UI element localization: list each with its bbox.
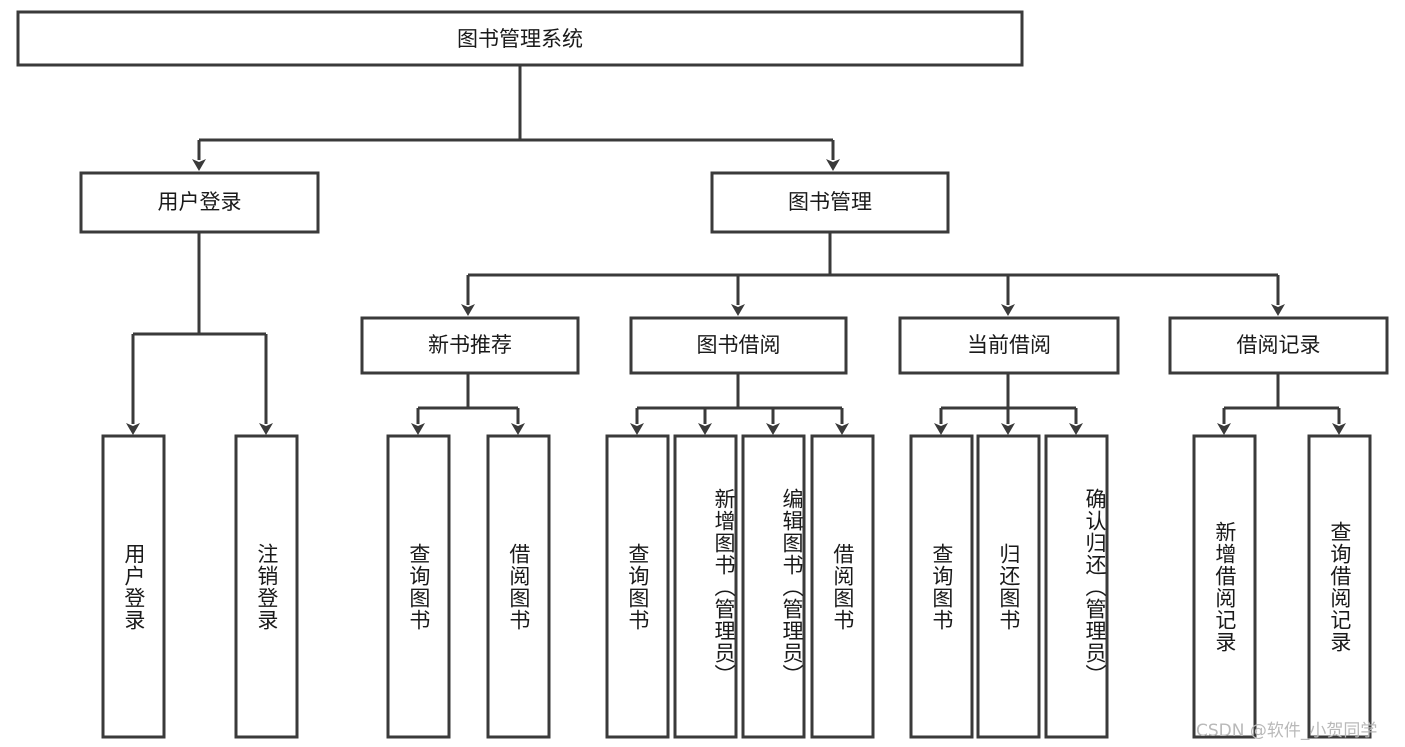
node-user-login-box[interactable] (79, 171, 320, 234)
node-new-book-rec-box[interactable] (360, 316, 580, 375)
node-root-box[interactable] (16, 10, 1024, 67)
node-current-borrow-label: 当前借阅 (967, 333, 1051, 357)
node-current-borrow-box[interactable] (898, 316, 1120, 375)
node-leaf-borrow-book-1-box[interactable] (486, 434, 551, 739)
node-user-login-label: 用户登录 (158, 190, 242, 214)
node-leaf-user-login-box[interactable] (101, 434, 166, 739)
node-leaf-edit-book-box[interactable] (741, 434, 806, 739)
node-root-label: 图书管理系统 (457, 27, 583, 51)
node-borrow-record-label: 借阅记录 (1237, 333, 1321, 357)
node-leaf-add-record-box[interactable] (1192, 434, 1257, 739)
node-leaf-borrow-book-2-box[interactable] (810, 434, 875, 739)
node-new-book-rec-label: 新书推荐 (428, 333, 512, 357)
node-leaf-query-book-1-box[interactable] (386, 434, 451, 739)
node-leaf-confirm-return-box[interactable] (1044, 434, 1109, 739)
node-group: 图书管理系统 用户登录 图书管理 新书推荐 图书借阅 当前借阅 借阅记录 (16, 10, 1389, 739)
node-leaf-query-book-2-box[interactable] (605, 434, 670, 739)
node-borrow-record-box[interactable] (1168, 316, 1389, 375)
node-leaf-add-book-box[interactable] (673, 434, 738, 739)
node-book-borrow-box[interactable] (629, 316, 848, 375)
node-leaf-return-book-box[interactable] (976, 434, 1041, 739)
node-leaf-query-book-3-box[interactable] (909, 434, 974, 739)
node-book-manage-box[interactable] (710, 171, 950, 234)
node-book-manage-label: 图书管理 (788, 190, 872, 214)
node-leaf-query-record-box[interactable] (1307, 434, 1372, 739)
csdn-watermark: CSDN @软件_小贺同学 (1196, 721, 1378, 741)
edge-group (126, 65, 1346, 435)
node-book-borrow-label: 图书借阅 (697, 333, 781, 357)
node-leaf-user-logout-box[interactable] (234, 434, 299, 739)
